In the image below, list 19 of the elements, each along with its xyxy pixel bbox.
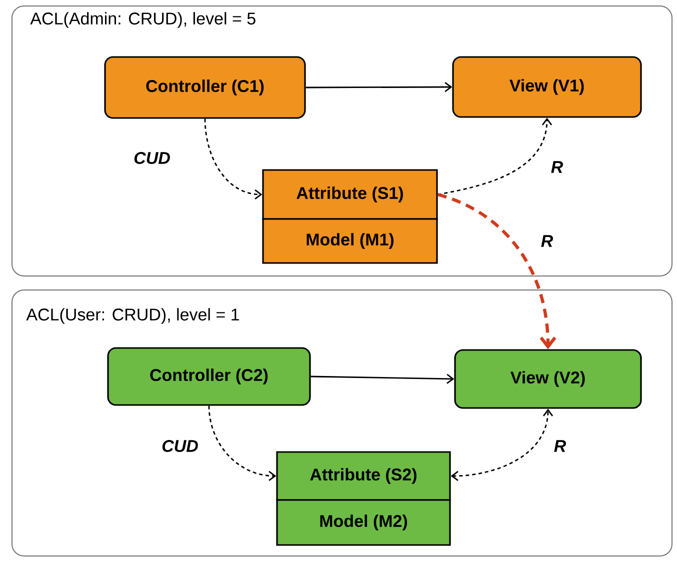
arrow [306,82,452,92]
edge-label: CUD [132,150,172,165]
class-compartment: Attribute (S2) [276,451,451,501]
edge-label: R [552,439,568,453]
arrow [450,408,554,482]
process-box: View (V1) [452,56,642,118]
edge-label: R [550,160,564,174]
arrow [437,192,556,350]
process-box: Controller (C1) [104,56,306,119]
class-compartment: Attribute (S1) [262,169,438,220]
arrow [310,374,454,384]
class-compartment: Model (M2) [276,499,451,546]
edge-label: CUD [160,438,200,453]
process-box: Controller (C2) [107,347,311,406]
edge-label: R [540,234,554,248]
arrow [208,406,276,482]
process-box: View (V2) [454,349,642,409]
class-compartment: Model (M1) [262,218,438,264]
arrow [204,118,262,200]
